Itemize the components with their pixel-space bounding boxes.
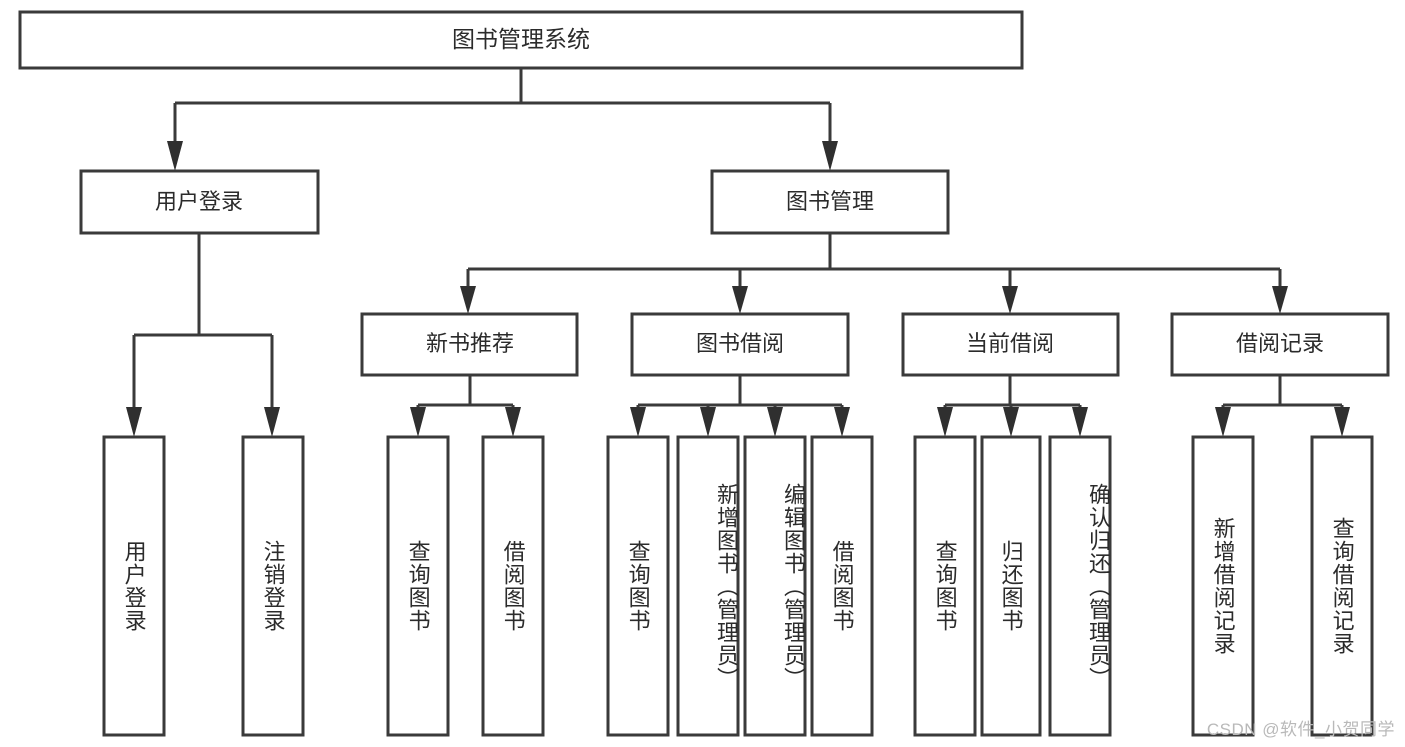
connector-group-book-borrow	[630, 375, 850, 437]
node-book-borrow-label: 图书借阅	[696, 331, 784, 356]
node-current-borrow[interactable]: 当前借阅	[901, 312, 1120, 377]
arrow-cb-to-leaf3	[1072, 407, 1088, 437]
arrow-bm-to-new-book-rec	[460, 286, 476, 314]
node-root-box[interactable]	[18, 10, 1024, 70]
node-leaf-query-book-3-box[interactable]	[913, 435, 977, 737]
node-borrow-record[interactable]: 借阅记录	[1170, 312, 1390, 377]
node-leaf-add-record-box[interactable]	[1191, 435, 1255, 737]
arrow-bb-to-leaf2	[700, 407, 716, 437]
node-leaf-borrow-book-2-box[interactable]	[810, 435, 874, 737]
connector-group-new-book-rec	[410, 375, 521, 437]
node-leaf-return-book-box[interactable]	[980, 435, 1042, 737]
node-book-borrow[interactable]: 图书借阅	[630, 312, 850, 377]
arrow-bm-to-borrow-record	[1272, 286, 1288, 314]
node-leaf-logout-box[interactable]	[241, 435, 305, 737]
arrow-bm-to-current-borrow	[1002, 286, 1018, 314]
arrow-br-to-leaf1	[1215, 407, 1231, 437]
leaf-boxes	[102, 435, 1374, 737]
node-leaf-confirm-return-box[interactable]	[1048, 435, 1112, 737]
node-borrow-record-box[interactable]	[1170, 312, 1390, 377]
node-book-manage-box[interactable]	[710, 169, 950, 235]
arrow-root-to-book-manage	[822, 141, 838, 171]
node-leaf-query-book-1-box[interactable]	[386, 435, 450, 737]
connector-group-user-login	[126, 233, 280, 437]
arrow-nbr-to-leaf2	[505, 407, 521, 437]
node-book-manage[interactable]: 图书管理	[710, 169, 950, 235]
node-new-book-rec-label: 新书推荐	[426, 331, 514, 356]
node-leaf-borrow-book-1-box[interactable]	[481, 435, 545, 737]
node-leaf-query-record-box[interactable]	[1310, 435, 1374, 737]
connector-group-book-manage	[460, 233, 1288, 314]
node-leaf-query-book-2-box[interactable]	[606, 435, 670, 737]
node-new-book-rec[interactable]: 新书推荐	[360, 312, 579, 377]
arrow-bb-to-leaf3	[767, 407, 783, 437]
node-new-book-rec-box[interactable]	[360, 312, 579, 377]
connector-group-borrow-record	[1215, 375, 1350, 437]
arrow-bm-to-book-borrow	[732, 286, 748, 314]
arrow-root-to-user-login	[167, 141, 183, 171]
arrow-bb-to-leaf1	[630, 407, 646, 437]
node-current-borrow-label: 当前借阅	[966, 331, 1054, 356]
node-root-label: 图书管理系统	[452, 26, 590, 52]
node-user-login-box[interactable]	[79, 169, 320, 235]
arrow-user-login-to-leaf1	[126, 407, 142, 437]
node-book-manage-label: 图书管理	[786, 189, 874, 214]
node-user-login[interactable]: 用户登录	[79, 169, 320, 235]
arrow-br-to-leaf2	[1334, 407, 1350, 437]
arrow-cb-to-leaf2	[1003, 407, 1019, 437]
node-leaf-user-login-box[interactable]	[102, 435, 166, 737]
arrow-cb-to-leaf1	[937, 407, 953, 437]
arrow-bb-to-leaf4	[834, 407, 850, 437]
connector-group-root	[167, 68, 838, 171]
node-root[interactable]: 图书管理系统	[18, 10, 1024, 70]
node-book-borrow-box[interactable]	[630, 312, 850, 377]
node-user-login-label: 用户登录	[155, 189, 243, 214]
node-leaf-edit-book-box[interactable]	[743, 435, 807, 737]
node-current-borrow-box[interactable]	[901, 312, 1120, 377]
csdn-watermark: CSDN @软件_小贺同学	[1206, 720, 1395, 739]
connector-group-current-borrow	[937, 375, 1088, 437]
node-borrow-record-label: 借阅记录	[1236, 331, 1324, 356]
arrow-user-login-to-leaf2	[264, 407, 280, 437]
node-leaf-add-book-box[interactable]	[676, 435, 740, 737]
arrow-nbr-to-leaf1	[410, 407, 426, 437]
